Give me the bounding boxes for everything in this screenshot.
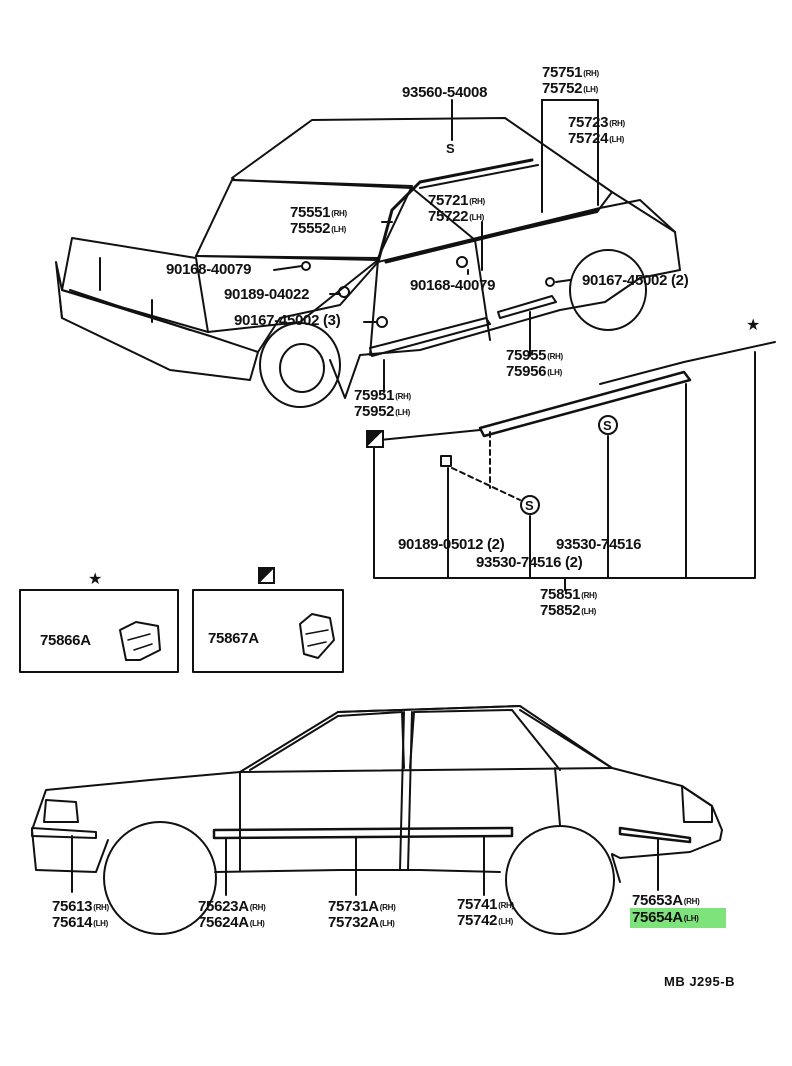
label-90167-45002-a: 90167-45002 (3)	[234, 312, 341, 329]
clip-box-75866A	[19, 589, 179, 673]
star-icon: ★	[88, 571, 103, 588]
label-75955: 75955(RH)	[506, 347, 563, 364]
label-75951: 75951(RH)	[354, 387, 411, 404]
checker-icon	[366, 430, 384, 448]
label-93560-54008: 93560-54008	[402, 84, 488, 101]
label-75551: 75551(RH)	[290, 204, 347, 221]
label-75552: 75552(LH)	[290, 220, 347, 237]
label-90189-04022: 90189-04022	[224, 286, 310, 303]
label-75741: 75741(RH)	[457, 896, 514, 913]
checker-icon	[258, 567, 275, 584]
label-75867A: 75867A	[208, 630, 259, 647]
label-75866A: 75866A	[40, 632, 91, 649]
label-90189-05012: 90189-05012 (2)	[398, 536, 505, 553]
star-icon: ★	[746, 317, 761, 334]
s-clip-symbol: S	[446, 141, 455, 156]
label-75751: 75751(RH)	[542, 64, 599, 81]
label-75721: 75721(RH)	[428, 192, 485, 209]
label-75731A: 75731A(RH)	[328, 898, 396, 915]
label-75952: 75952(LH)	[354, 403, 411, 420]
top-car-outline	[55, 99, 681, 408]
label-75852: 75852(LH)	[540, 602, 597, 619]
label-75742: 75742(LH)	[457, 912, 514, 929]
label-75732A: 75732A(LH)	[328, 914, 395, 931]
label-75956: 75956(LH)	[506, 363, 563, 380]
label-75724: 75724(LH)	[568, 130, 625, 147]
molding-assembly	[373, 341, 776, 591]
label-90168-40079-a: 90168-40079	[166, 261, 252, 278]
s-clip-symbol: S	[525, 498, 534, 513]
reference-code: MB J295-B	[664, 974, 735, 989]
clip-box-75867A	[192, 589, 344, 673]
s-clip-symbol: S	[603, 418, 612, 433]
part-highlight	[630, 908, 726, 928]
label-75623A: 75623A(RH)	[198, 898, 266, 915]
label-75624A: 75624A(LH)	[198, 914, 265, 931]
label-75613: 75613(RH)	[52, 898, 109, 915]
label-75722: 75722(LH)	[428, 208, 485, 225]
label-75614: 75614(LH)	[52, 914, 109, 931]
label-90167-45002-b: 90167-45002 (2)	[582, 272, 689, 289]
label-90168-40079-b: 90168-40079	[410, 277, 496, 294]
label-75723: 75723(RH)	[568, 114, 625, 131]
bottom-car-outline	[31, 705, 723, 935]
label-93530-74516-b: 93530-74516 (2)	[476, 554, 583, 571]
label-75654A: 75654A(LH)	[632, 909, 699, 926]
label-75653A: 75653A(RH)	[632, 892, 700, 909]
label-93530-74516-a: 93530-74516	[556, 536, 642, 553]
label-75752: 75752(LH)	[542, 80, 599, 97]
label-75851: 75851(RH)	[540, 586, 597, 603]
